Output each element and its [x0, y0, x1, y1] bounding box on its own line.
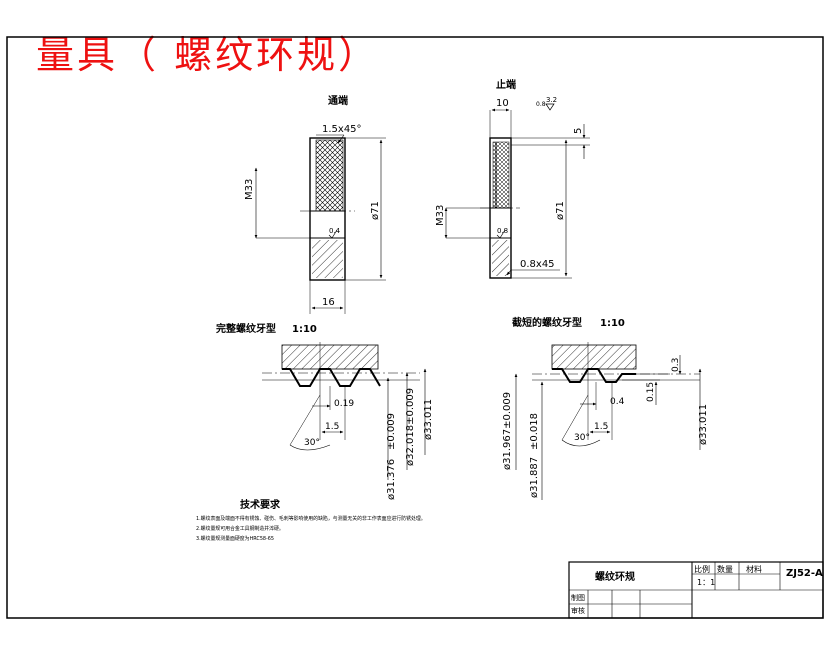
title-block: 螺纹环规 比例 数量 材料 1：1 ZJ52-A 制图 审核: [568, 561, 824, 619]
go-end-thread-label: M33: [244, 179, 255, 200]
title-block-code: ZJ52-A: [786, 568, 823, 579]
trunc-profile-scale: 1:10: [600, 318, 625, 329]
full-angle-label: 30°: [304, 438, 320, 448]
trunc-major-dia: ø33.011: [698, 404, 709, 445]
trunc-minor-dia: ø31.887: [529, 457, 540, 498]
requirement-item-2: 2.螺纹量规可用合金工具钢制造并淬硬。: [196, 525, 284, 532]
trunc-angle-label: 30°: [574, 433, 590, 443]
nogo-roughness-top: 0.8: [536, 101, 546, 108]
nogo-end-width-label: 10: [496, 98, 509, 109]
title-block-name: 螺纹环规: [595, 570, 635, 583]
nogo-diameter-label: ø71: [555, 201, 566, 220]
requirement-item-3: 3.螺纹量规测量面硬度为HRC58-65: [196, 535, 274, 542]
full-crest-label: 0.19: [334, 399, 354, 409]
trunc-profile-title: 截短的螺纹牙型: [512, 316, 582, 329]
go-end-view: 通端 1.5x45° 0.4 M33 ø71 16: [244, 94, 386, 314]
full-thread-profile: 完整螺纹牙型 1:10 0.19 1.5 30° ø31.376 ±0.009 …: [216, 322, 434, 500]
truncated-thread-profile: 截短的螺纹牙型 1:10 0.4 1.5 30° 0.15 0.3 ø31.96…: [502, 316, 709, 500]
go-end-width-label: 16: [322, 297, 335, 308]
drawing-border: [6, 36, 824, 619]
full-pitch-dia: ø32.018±0.009: [405, 388, 416, 466]
nogo-end-roughness: 0.8: [497, 227, 508, 235]
go-end-chamfer-label: 1.5x45°: [322, 124, 362, 135]
full-profile-scale: 1:10: [292, 324, 317, 335]
requirement-item-1: 1.螺纹表面及端面不得有锈蚀、碰伤、毛刺等影响使用的缺陷，与测量无关的非工作表面…: [196, 515, 426, 522]
title-block-material-header: 材料: [746, 564, 762, 574]
nogo-roughness-sym: 3.2: [546, 96, 557, 104]
title-block-scale-header: 比例: [694, 564, 710, 574]
full-pitch-label: 1.5: [325, 422, 339, 432]
go-end-roughness: 0.4: [329, 227, 341, 235]
technical-requirements: 技术要求 1.螺纹表面及端面不得有锈蚀、碰伤、毛刺等影响使用的缺陷，与测量无关的…: [196, 498, 426, 542]
full-profile-title: 完整螺纹牙型: [216, 322, 276, 335]
full-minor-dia: ø31.376: [386, 459, 397, 500]
title-block-scale-value: 1：1: [697, 578, 715, 587]
go-end-title: 通端: [328, 94, 348, 107]
trunc-pitch-label: 1.5: [594, 422, 608, 432]
nogo-end-title: 止端: [496, 78, 516, 91]
title-block-checked: 审核: [571, 606, 585, 615]
nogo-end-view: 止端 10 0.8 3.2 0.8 5 M33 ø71: [435, 78, 590, 279]
nogo-thread-label: M33: [435, 205, 446, 226]
nogo-step-label: 5: [573, 128, 584, 134]
trunc-height-label: 0.3: [671, 358, 681, 372]
trunc-flat-label: 0.15: [646, 382, 656, 402]
page-title: 量具（ 螺纹环规）: [36, 33, 380, 77]
full-major-dia: ø33.011: [423, 399, 434, 440]
trunc-pitch-dia: ø31.967±0.009: [502, 392, 513, 470]
title-block-qty-header: 数量: [717, 564, 733, 574]
trunc-minor-tol: ±0.018: [529, 413, 540, 450]
go-end-diameter-label: ø71: [370, 201, 381, 220]
trunc-crest-label: 0.4: [610, 397, 625, 407]
nogo-chamfer-label: 0.8x45: [520, 259, 555, 270]
title-block-drawn: 制图: [571, 593, 585, 602]
requirements-title: 技术要求: [240, 498, 281, 511]
full-minor-tol: ±0.009: [386, 413, 397, 450]
